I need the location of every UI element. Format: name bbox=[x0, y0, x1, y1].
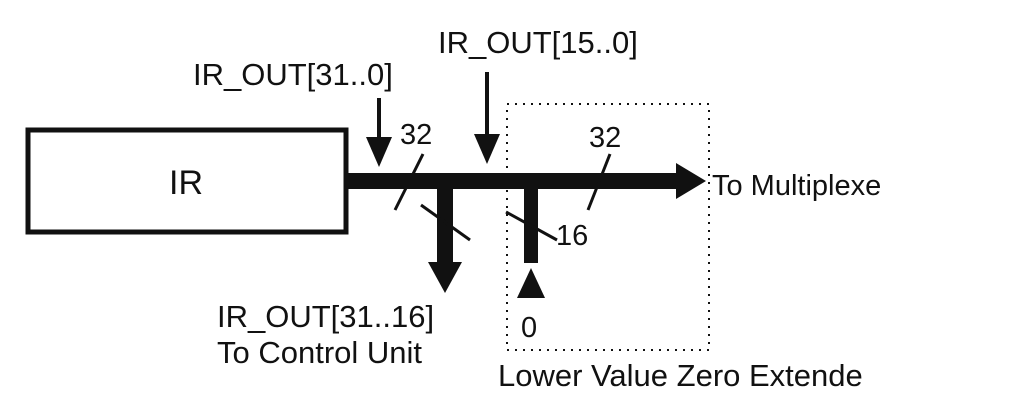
zero-extend-stub bbox=[524, 181, 538, 263]
zero-input-label: 0 bbox=[521, 312, 537, 344]
zero-extender-label: Lower Value Zero Extende bbox=[498, 358, 863, 393]
ir-out-high-label: IR_OUT[31..16] bbox=[217, 299, 434, 334]
output-bus-arrowhead bbox=[676, 163, 706, 199]
output-bus-width-label: 32 bbox=[589, 122, 621, 154]
to-multiplexer-label: To Multiplexe bbox=[712, 170, 881, 202]
main-bus-width-label: 32 bbox=[400, 119, 432, 151]
to-control-unit-label: To Control Unit bbox=[217, 335, 422, 370]
main-bus-line bbox=[346, 173, 508, 189]
ir-out-low-label: IR_OUT[15..0] bbox=[438, 25, 638, 60]
probe-low-arrowhead bbox=[474, 134, 500, 164]
probe-full-arrowhead bbox=[366, 137, 392, 167]
ir-out-full-label: IR_OUT[31..0] bbox=[193, 57, 393, 92]
lower-bits-width-label: 16 bbox=[556, 220, 588, 252]
control-branch-width-slash bbox=[420, 203, 471, 242]
ir-register-label: IR bbox=[169, 164, 203, 202]
ir-register-box bbox=[25, 127, 349, 235]
lower-bits-width-slash bbox=[505, 210, 558, 242]
output-bus-line bbox=[508, 173, 678, 189]
control-branch-arrowhead bbox=[428, 262, 462, 293]
zero-input-arrowhead bbox=[517, 268, 545, 298]
main-bus-width-slash bbox=[393, 153, 425, 211]
output-bus-width-slash bbox=[586, 153, 612, 211]
